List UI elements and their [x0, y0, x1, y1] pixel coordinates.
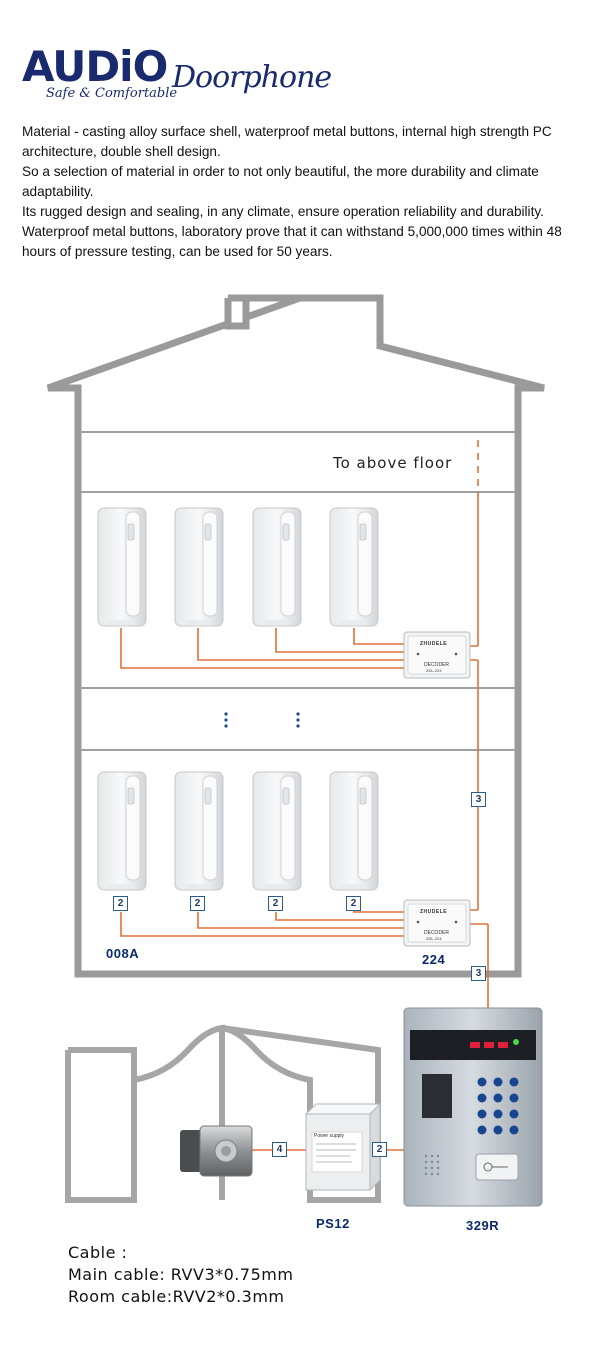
cable-badge-panel: 3 — [471, 966, 486, 981]
decoder-sub: ZDL-224 — [426, 936, 442, 941]
description-line: Its rugged design and sealing, in any cl… — [22, 204, 544, 219]
handset-model-label: 008A — [106, 946, 140, 961]
electric-lock — [180, 1125, 253, 1177]
main-cable-spec: Main cable: RVV3*0.75mm — [68, 1265, 294, 1284]
indoor-handset — [329, 507, 379, 627]
brand-product: Doorphone — [172, 60, 332, 95]
power-supply-box — [304, 1102, 382, 1192]
indoor-handset — [97, 771, 147, 891]
cable-badge-room: 2 — [346, 896, 361, 911]
decoder-brand: ZHUDELE — [420, 641, 448, 647]
description-line: So a selection of material in order to n… — [22, 164, 539, 199]
indoor-handset — [329, 771, 379, 891]
decoder-box — [403, 899, 471, 947]
decoder-text: DECODER — [424, 662, 450, 668]
cable-spec: Cable : Main cable: RVV3*0.75mm Room cab… — [68, 1242, 293, 1308]
gate — [65, 1024, 381, 1203]
room-cable-spec: Room cable:RVV2*0.3mm — [68, 1287, 285, 1306]
chimney — [224, 298, 250, 330]
panel-model-label: 329R — [466, 1218, 500, 1233]
cable-badge-main: 3 — [471, 792, 486, 807]
cable-badge-room: 2 — [268, 896, 283, 911]
indoor-handset — [174, 507, 224, 627]
indoor-handset — [252, 507, 302, 627]
description-line: Material - casting alloy surface shell, … — [22, 124, 552, 159]
indoor-handset — [252, 771, 302, 891]
brand-logo: AUDiO Doorphone Safe & Comfortable — [22, 42, 332, 112]
cable-badge-room: 2 — [113, 896, 128, 911]
power-model-label: PS12 — [316, 1216, 350, 1231]
decoder-brand: ZHUDELE — [420, 909, 448, 915]
brand-tagline: Safe & Comfortable — [46, 86, 178, 101]
description-line: Waterproof metal buttons, laboratory pro… — [22, 224, 562, 259]
decoder-model-label: 224 — [422, 952, 446, 967]
indoor-handset — [97, 507, 147, 627]
outdoor-panel — [403, 1007, 543, 1207]
cable-badge-power: 2 — [372, 1142, 387, 1157]
indoor-handset — [174, 771, 224, 891]
decoder-text: DECODER — [424, 930, 450, 936]
brand-name: AUDiO — [22, 42, 168, 91]
decoder-box — [403, 631, 471, 679]
cable-badge-lock: 4 — [272, 1142, 287, 1157]
ellipsis-dots — [224, 712, 300, 728]
product-description: Material - casting alloy surface shell, … — [22, 122, 582, 262]
above-floor-label: To above floor — [333, 454, 453, 472]
power-supply-label: Power supply — [314, 1133, 345, 1139]
cable-heading: Cable : — [68, 1243, 128, 1262]
cable-badge-room: 2 — [190, 896, 205, 911]
decoder-sub: ZDL-224 — [426, 668, 442, 673]
